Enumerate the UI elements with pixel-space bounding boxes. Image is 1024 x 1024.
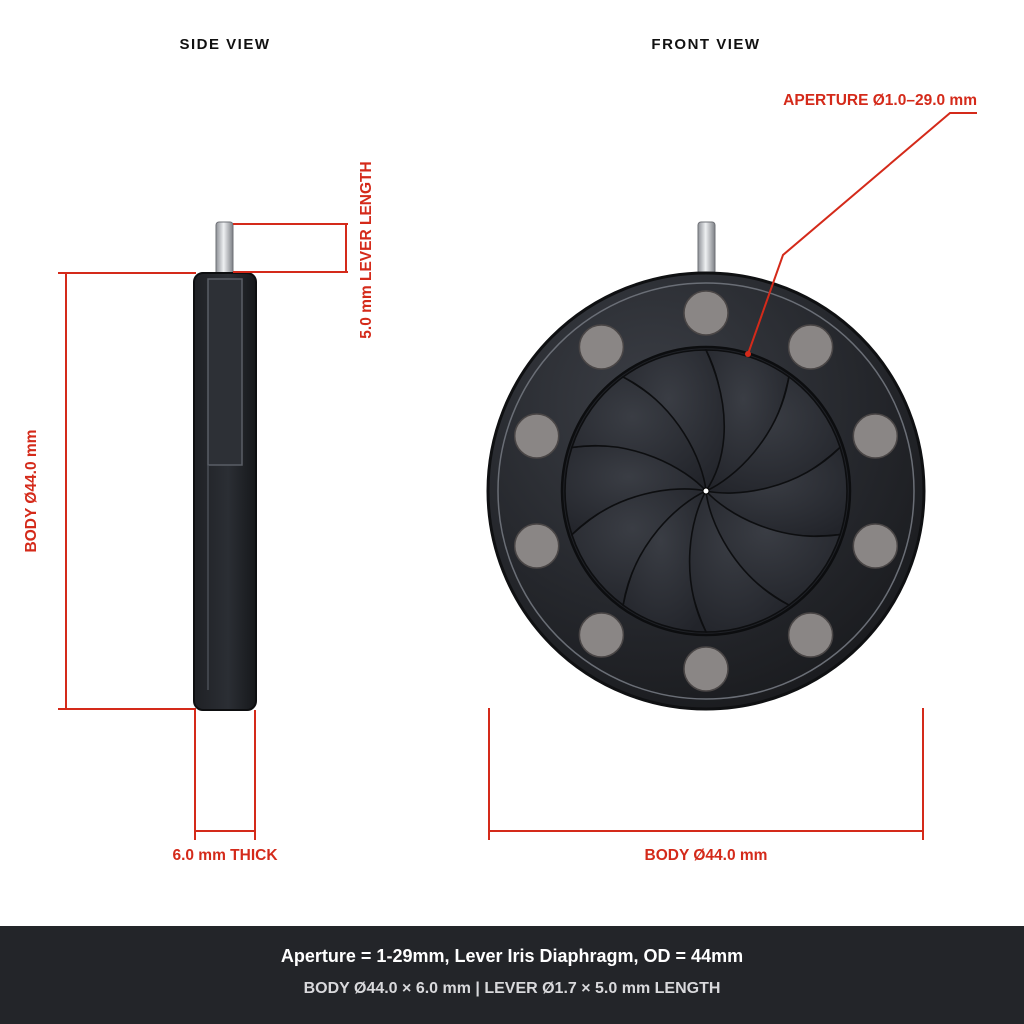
side-lever-pin bbox=[215, 221, 234, 281]
mounting-pins bbox=[513, 290, 899, 692]
mounting-pin bbox=[578, 612, 625, 658]
front-body-rim bbox=[497, 282, 915, 700]
side-body-diameter-label: BODY Ø44.0 mm bbox=[23, 430, 40, 553]
mounting-pin bbox=[513, 523, 560, 569]
lever-length-label: 5.0 mm LEVER LENGTH bbox=[358, 161, 375, 338]
mounting-pin bbox=[683, 290, 729, 336]
mounting-pin bbox=[578, 324, 625, 370]
thickness-label: 6.0 mm THICK bbox=[172, 847, 278, 864]
aperture-leader-dot bbox=[745, 351, 751, 357]
front-lever-pin bbox=[697, 221, 716, 275]
front-view: APERTURE Ø1.0–29.0 mm BODY Ø44.0 mm bbox=[486, 92, 977, 864]
mounting-pin bbox=[852, 413, 899, 459]
footer-title: Aperture = 1-29mm, Lever Iris Diaphragm,… bbox=[280, 946, 744, 966]
aperture-leader-line bbox=[747, 112, 977, 355]
iris-aperture bbox=[702, 487, 710, 495]
aperture-label: APERTURE Ø1.0–29.0 mm bbox=[783, 92, 977, 109]
iris-blade bbox=[621, 349, 725, 494]
iris-blades bbox=[564, 349, 848, 633]
mounting-pin bbox=[852, 523, 899, 569]
mounting-pin bbox=[787, 324, 834, 370]
side-lever-slot bbox=[207, 278, 243, 466]
mounting-pin bbox=[787, 612, 834, 658]
footer-specs: BODY Ø44.0 × 6.0 mm | LEVER Ø1.7 × 5.0 m… bbox=[303, 980, 721, 997]
front-view-title: FRONT VIEW bbox=[651, 36, 760, 53]
footer-caption: Aperture = 1-29mm, Lever Iris Diaphragm,… bbox=[0, 926, 1024, 1024]
mounting-pin bbox=[683, 646, 729, 692]
side-view: 5.0 mm LEVER LENGTH BODY Ø44.0 mm 6.0 mm… bbox=[23, 161, 375, 864]
side-view-title: SIDE VIEW bbox=[179, 36, 270, 53]
front-body-diameter-label: BODY Ø44.0 mm bbox=[645, 847, 768, 864]
mounting-pin bbox=[513, 413, 560, 459]
